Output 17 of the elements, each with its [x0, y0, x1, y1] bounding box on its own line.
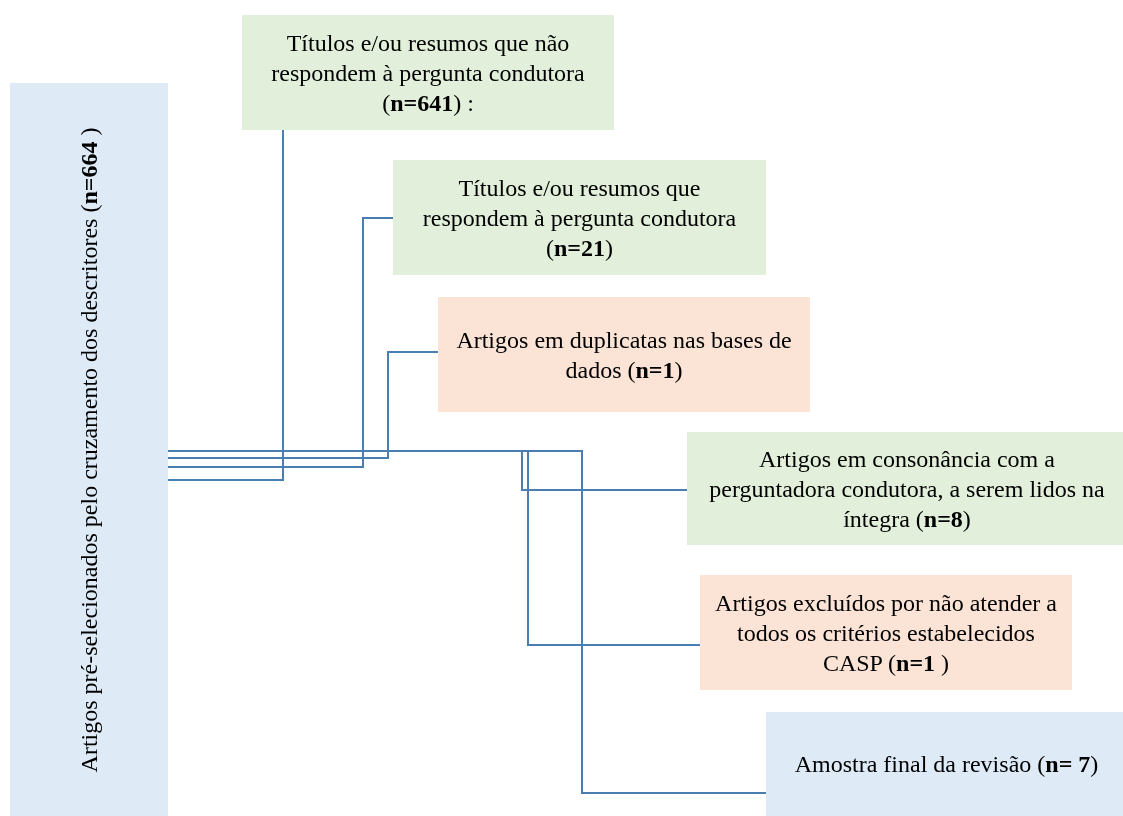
connector-line	[167, 129, 284, 481]
box-text: Títulos e/ou resumos que não respondem à pergunta condutora (n=641) :	[270, 28, 586, 118]
process-box	[700, 575, 1072, 690]
process-box	[10, 83, 168, 816]
box-text: Artigos excluídos por não atender a todos os critérios estabelecidos CASP (n=1 )	[714, 588, 1058, 678]
process-box	[687, 432, 1123, 545]
process-box	[766, 712, 1123, 816]
process-box	[438, 297, 810, 412]
connector-line	[167, 351, 439, 459]
box-text: Artigos em consonância com a perguntadora condutora, a serem lidos na íntegra (n=8)	[708, 444, 1106, 534]
box-text: Artigos pré-selecionados pelo cruzamento dos descritores (n=664 )	[75, 126, 103, 774]
process-box	[393, 160, 766, 275]
box-text: Amostra final da revisão (n= 7)	[794, 750, 1099, 779]
process-box	[242, 15, 614, 130]
box-text: Artigos em duplicatas nas bases de dados (n=1)	[455, 325, 793, 385]
connector-line	[167, 217, 394, 468]
box-text: Títulos e/ou resumos que respondem à pergunta condutora (n=21)	[421, 173, 738, 263]
